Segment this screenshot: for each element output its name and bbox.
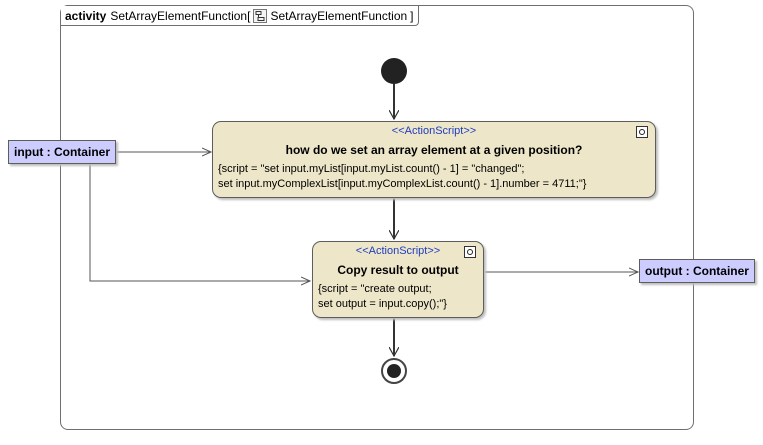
flow-input-to-action2 bbox=[89, 164, 310, 281]
action-set-array-element[interactable]: <<ActionScript>> how do we set an array … bbox=[212, 121, 656, 198]
script-line: set input.myComplexList[input.myComplexL… bbox=[218, 178, 587, 190]
action-copy-result[interactable]: <<ActionScript>> Copy result to output {… bbox=[312, 241, 484, 318]
activity-diagram-icon bbox=[253, 8, 268, 23]
action-stereotype: <<ActionScript>> bbox=[355, 245, 441, 257]
action-script: {script = "create output; set output = in… bbox=[318, 282, 483, 312]
script-line: {script = "create output; bbox=[318, 283, 432, 295]
frame-keyword: activity bbox=[65, 8, 107, 23]
output-parameter-node[interactable]: output : Container bbox=[639, 259, 755, 283]
action-name: how do we set an array element at a give… bbox=[285, 143, 583, 157]
action-script: {script = "set input.myList[input.myList… bbox=[218, 162, 655, 192]
call-behavior-icon bbox=[636, 126, 648, 138]
frame-header: activity SetArrayElementFunction [ SetAr… bbox=[61, 6, 419, 26]
initial-node[interactable] bbox=[381, 58, 407, 84]
action-stereotype: <<ActionScript>> bbox=[391, 125, 477, 137]
frame-open-bracket: [ bbox=[247, 8, 251, 23]
activity-frame: activity SetArrayElementFunction [ SetAr… bbox=[60, 5, 694, 430]
frame-close-bracket: ] bbox=[410, 8, 414, 23]
call-behavior-icon bbox=[464, 246, 476, 258]
activity-final-node[interactable] bbox=[381, 358, 407, 384]
frame-name: SetArrayElementFunction bbox=[110, 8, 248, 23]
frame-behavior: SetArrayElementFunction bbox=[270, 8, 408, 23]
script-line: {script = "set input.myList[input.myList… bbox=[218, 163, 525, 175]
script-line: set output = input.copy();"} bbox=[318, 298, 447, 310]
action-name: Copy result to output bbox=[337, 263, 459, 277]
input-parameter-node[interactable]: input : Container bbox=[8, 140, 116, 164]
